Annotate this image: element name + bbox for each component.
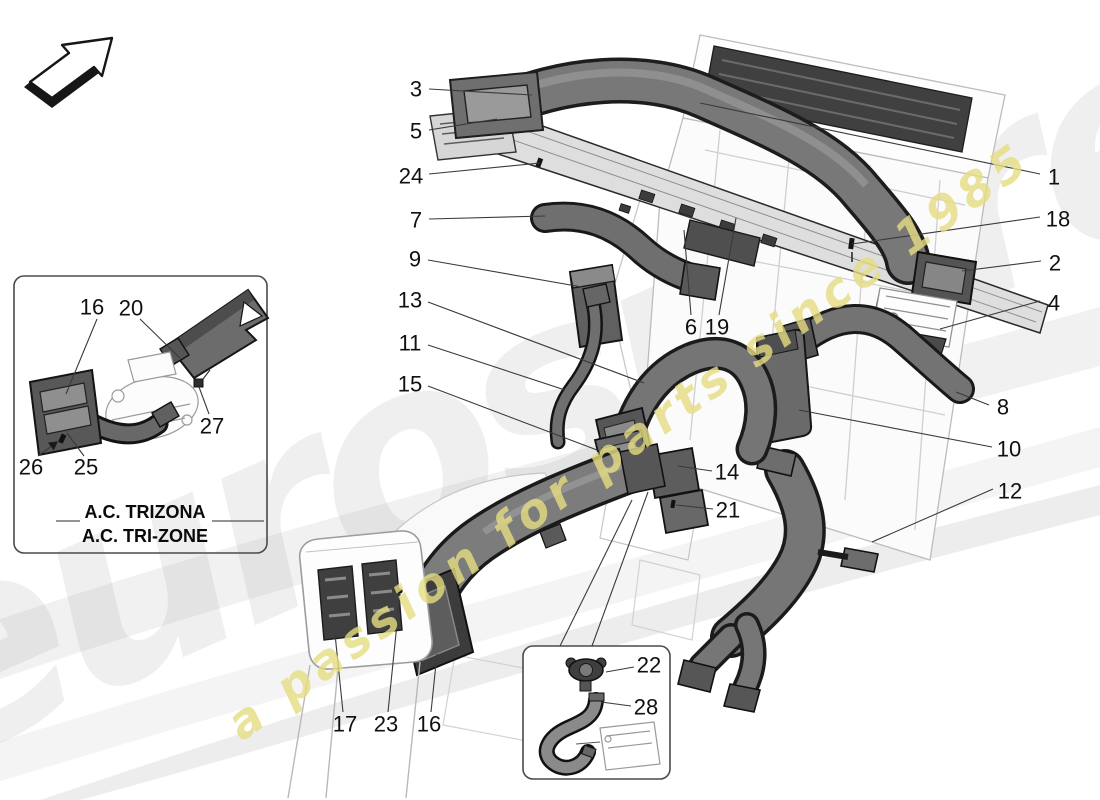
sensor-hose-inset-box <box>522 645 671 780</box>
leader-line-27 <box>198 386 210 415</box>
part-callout-17: 17 <box>333 712 357 737</box>
leader-line-21 <box>675 504 714 510</box>
direction-arrow-icon <box>24 36 114 108</box>
leader-line-20 <box>139 318 181 359</box>
part-callout-7: 7 <box>410 208 422 233</box>
leader-line-7 <box>428 215 546 220</box>
part-callout-12: 12 <box>998 479 1022 504</box>
inset-connector-lines <box>559 491 649 647</box>
leader-line-11 <box>427 344 566 391</box>
part-callout-24: 24 <box>399 164 423 189</box>
inset-connector-line-1 <box>559 499 633 647</box>
leader-line-22 <box>605 666 635 673</box>
inset-connector-line-2 <box>591 491 649 647</box>
part-callout-2: 2 <box>1049 251 1061 276</box>
leader-line-9 <box>427 259 583 288</box>
tank-lineart <box>575 721 661 771</box>
part-callout-20: 20 <box>119 296 143 321</box>
duct-16-artwork <box>396 443 666 677</box>
hose-28-artwork <box>538 692 605 776</box>
part-callout-28: 28 <box>634 695 658 720</box>
duct-7-artwork <box>530 201 721 301</box>
part-callout-25: 25 <box>74 455 98 480</box>
leader-line-2 <box>961 260 1042 272</box>
part-callout-9: 9 <box>409 247 421 272</box>
part-callout-27: 27 <box>200 414 224 439</box>
leader-line-10 <box>798 409 993 448</box>
duct-12-artwork <box>677 445 879 713</box>
sensor-22-artwork <box>565 657 607 692</box>
part-callout-26: 26 <box>19 455 43 480</box>
leader-line-25 <box>66 432 85 457</box>
leader-line-3 <box>428 88 533 96</box>
part-callout-14: 14 <box>715 460 739 485</box>
leader-line-4 <box>939 300 1041 330</box>
duct-16-box-artwork <box>28 368 180 457</box>
part-callout-4: 4 <box>1048 291 1060 316</box>
leader-line-26 <box>37 441 58 457</box>
tri-zone-inset-box <box>13 275 270 554</box>
screw-23 <box>397 588 403 594</box>
clip-27 <box>193 378 204 388</box>
screw-21 <box>670 499 676 509</box>
part-callout-5: 5 <box>410 119 422 144</box>
screw-18 <box>848 237 855 250</box>
leader-line-6 <box>683 229 692 316</box>
part-callout-13: 13 <box>398 288 422 313</box>
part-callout-23: 23 <box>374 712 398 737</box>
part-callout-3: 3 <box>410 77 422 102</box>
part-callout-19: 19 <box>705 315 729 340</box>
caption-line-2: A.C. TRI-ZONE <box>82 526 208 546</box>
part-callout-22: 22 <box>637 653 661 678</box>
tri-zone-caption: A.C. TRIZONA A.C. TRI-ZONE <box>56 502 264 546</box>
part-callout-18: 18 <box>1046 207 1070 232</box>
duct-11-artwork <box>549 283 611 450</box>
leader-line-15 <box>427 385 598 451</box>
leader-lines <box>37 88 1042 713</box>
leader-line-5 <box>428 118 498 131</box>
part-callout-21: 21 <box>716 498 740 523</box>
leader-line-16 <box>430 653 438 713</box>
leader-line-24 <box>428 162 541 175</box>
part-callout-10: 10 <box>997 437 1021 462</box>
part-callout-15: 15 <box>398 372 422 397</box>
leader-line-23 <box>387 593 401 713</box>
leader-line-12 <box>871 488 994 543</box>
part-callout-1: 1 <box>1048 165 1060 190</box>
leader-line-17 <box>334 633 344 713</box>
part-callout-11: 11 <box>399 331 422 356</box>
part-callout-16: 16 <box>80 295 104 320</box>
leader-line-8 <box>955 391 990 406</box>
leader-line-16 <box>65 318 98 395</box>
leader-line-14 <box>677 465 713 472</box>
leader-line-1 <box>699 102 1041 175</box>
part-callout-8: 8 <box>997 395 1009 420</box>
leader-line-28 <box>600 701 632 707</box>
screw-25 <box>58 433 67 444</box>
part-callout-16: 16 <box>417 712 441 737</box>
leader-line-13 <box>427 301 645 384</box>
caption-line-1: A.C. TRIZONA <box>85 502 206 522</box>
leader-line-19 <box>718 217 737 316</box>
part-callout-6: 6 <box>685 315 697 340</box>
console-17-lineart <box>287 530 433 799</box>
leader-line-18 <box>851 216 1041 245</box>
